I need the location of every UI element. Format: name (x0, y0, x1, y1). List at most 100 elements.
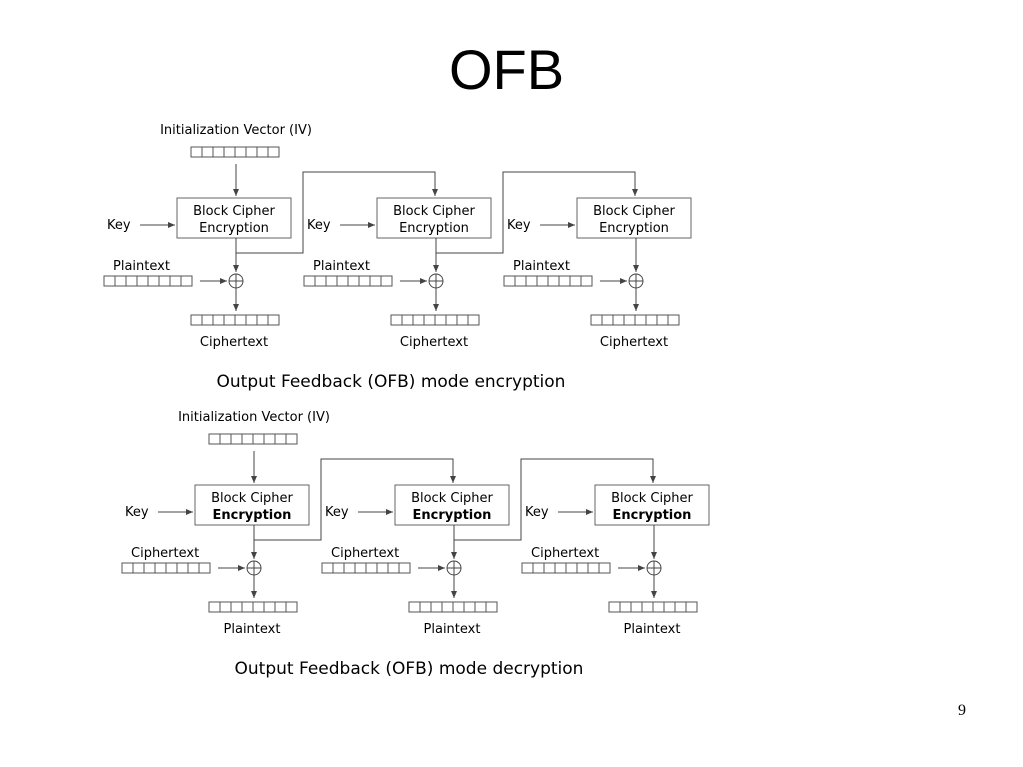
register-cell (201, 314, 214, 326)
output-label: Ciphertext (200, 335, 268, 350)
register-cell (274, 433, 287, 445)
block-cipher-box (176, 197, 292, 239)
input-register (121, 562, 211, 574)
section-caption: Output Feedback (OFB) mode decryption (235, 659, 584, 679)
register-cell (252, 433, 265, 445)
register-cell (634, 314, 647, 326)
register-cell (267, 146, 280, 158)
register-cell (365, 562, 378, 574)
output-register (208, 601, 298, 613)
register-cell (332, 562, 345, 574)
feedback-line (454, 458, 656, 541)
register-cell (663, 601, 676, 613)
register-cell (169, 275, 182, 287)
register-cell (241, 601, 254, 613)
register-cell (369, 275, 382, 287)
input-label: Ciphertext (331, 546, 399, 561)
register-cell (645, 314, 658, 326)
input-register (103, 275, 193, 287)
register-cell (576, 562, 589, 574)
register-cell (212, 146, 225, 158)
register-cell (674, 601, 687, 613)
register-cell (630, 601, 643, 613)
feedback-line (236, 171, 438, 254)
register-cell (419, 601, 432, 613)
register-cell (347, 275, 360, 287)
output-register (590, 314, 680, 326)
register-cell (234, 314, 247, 326)
register-cell (354, 562, 367, 574)
register-cell (245, 314, 258, 326)
register-cell (612, 314, 625, 326)
block-cipher-box (194, 484, 310, 526)
register-cell (314, 275, 327, 287)
register-cell (336, 275, 349, 287)
output-register (608, 601, 698, 613)
register-cell (208, 601, 221, 613)
register-cell (208, 433, 221, 445)
register-cell (569, 275, 582, 287)
block-cipher-label: Block Cipher (393, 204, 475, 219)
register-cell (525, 275, 538, 287)
page-number: 9 (958, 702, 966, 719)
register-cell (256, 314, 269, 326)
block-cipher-label: Block Cipher (593, 204, 675, 219)
register-cell (158, 275, 171, 287)
input-label: Plaintext (113, 259, 170, 274)
block-cipher-box (594, 484, 710, 526)
key-label: Key (525, 505, 549, 520)
register-cell (587, 562, 600, 574)
register-cell (263, 433, 276, 445)
register-cell (114, 275, 127, 287)
register-cell (434, 314, 447, 326)
iv-label: Initialization Vector (IV) (160, 123, 312, 138)
block-cipher-label: Block Cipher (193, 204, 275, 219)
register-cell (543, 562, 556, 574)
register-cell (343, 562, 356, 574)
register-cell (423, 314, 436, 326)
register-cell (685, 601, 698, 613)
register-cell (430, 601, 443, 613)
register-cell (219, 601, 232, 613)
register-cell (380, 275, 393, 287)
register-cell (230, 601, 243, 613)
output-register (190, 314, 280, 326)
output-label: Plaintext (624, 622, 681, 637)
register-cell (445, 314, 458, 326)
register-cell (325, 275, 338, 287)
register-cell (223, 146, 236, 158)
register-cell (256, 146, 269, 158)
block-cipher-box (394, 484, 510, 526)
register-cell (521, 562, 534, 574)
input-register (503, 275, 593, 287)
encryption-label: Encryption (599, 221, 669, 236)
register-cell (252, 601, 265, 613)
register-cell (234, 146, 247, 158)
register-cell (267, 314, 280, 326)
block-cipher-label: Block Cipher (611, 491, 693, 506)
input-register (303, 275, 393, 287)
register-cell (165, 562, 178, 574)
register-cell (241, 433, 254, 445)
register-cell (619, 601, 632, 613)
register-cell (503, 275, 516, 287)
register-cell (608, 601, 621, 613)
register-cell (125, 275, 138, 287)
input-register (521, 562, 611, 574)
feedback-line (254, 458, 456, 541)
register-cell (390, 314, 403, 326)
register-cell (412, 314, 425, 326)
encryption-label: Encryption (213, 508, 292, 523)
key-label: Key (325, 505, 349, 520)
key-label: Key (125, 505, 149, 520)
register-cell (387, 562, 400, 574)
input-label: Ciphertext (531, 546, 599, 561)
register-cell (376, 562, 389, 574)
